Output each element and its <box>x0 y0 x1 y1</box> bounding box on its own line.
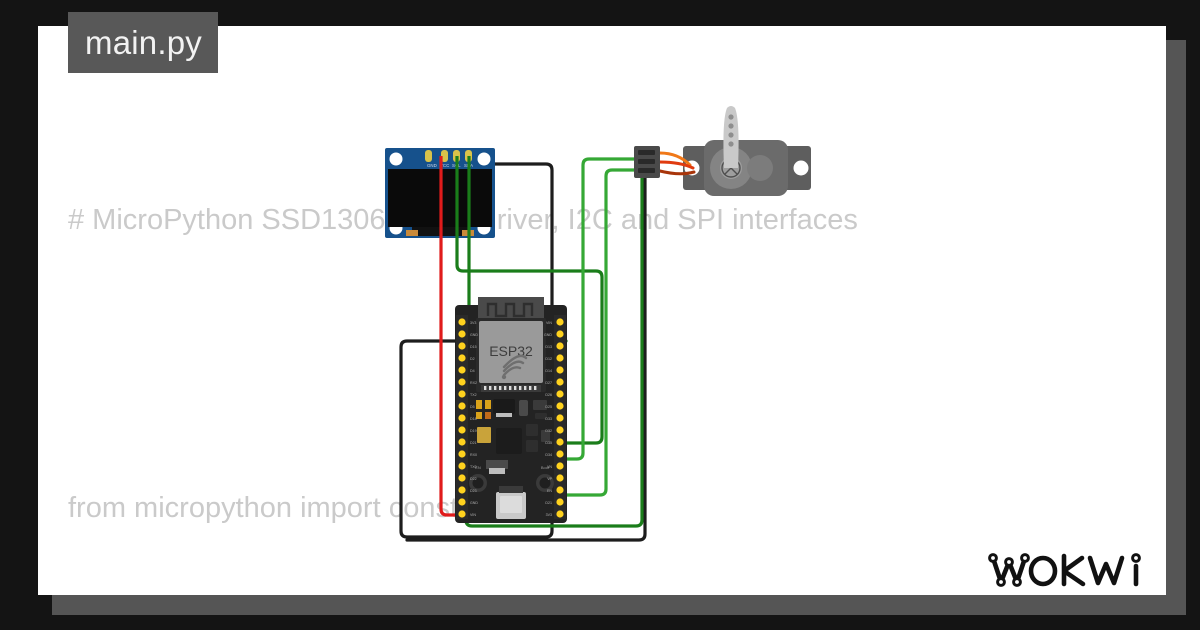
logo-node-dot <box>988 553 998 563</box>
file-tab-main-py[interactable]: main.py <box>68 12 218 73</box>
logo-node-dot <box>1004 557 1014 567</box>
wokwi-logo <box>988 553 1141 587</box>
logo-node-dot <box>1012 577 1022 587</box>
logo-node-dot <box>996 577 1006 587</box>
logo-node-dot <box>1131 553 1141 563</box>
editor-window <box>38 26 1166 595</box>
logo-node-dot <box>1020 553 1030 563</box>
